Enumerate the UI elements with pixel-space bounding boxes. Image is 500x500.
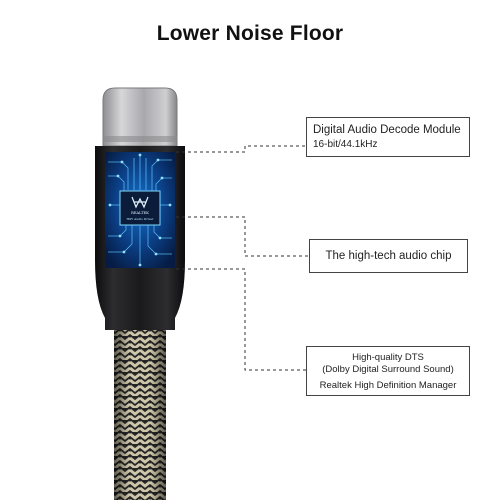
audio-chip: REALTEK HiFi Audio Driver: [119, 190, 161, 226]
decode-spec-label: 16-bit/44.1kHz: [313, 139, 378, 150]
circuit-board-window: REALTEK HiFi Audio Driver: [105, 152, 175, 268]
leader-line-decode: [176, 145, 306, 153]
leader-line-dts: [176, 268, 306, 371]
callout-audio-chip: The high-tech audio chip: [309, 239, 468, 273]
usb-c-plug: [102, 87, 178, 147]
chip-sub-text: HiFi Audio Driver: [126, 217, 154, 221]
callout-dts: High-quality DTS (Dolby Digital Surround…: [306, 346, 470, 396]
decode-module-label: Digital Audio Decode Module: [313, 124, 461, 136]
leader-line-chip: [176, 216, 309, 257]
realtek-manager-label: Realtek High Definition Manager: [319, 380, 457, 391]
braided-cable: [114, 330, 166, 500]
callout-decode-module: Digital Audio Decode Module 16-bit/44.1k…: [306, 117, 470, 157]
chip-brand-text: REALTEK: [131, 211, 149, 215]
dts-label: High-quality DTS: [352, 352, 424, 363]
realtek-logo-icon: [131, 196, 149, 209]
dolby-label: (Dolby Digital Surround Sound): [322, 364, 454, 375]
callout-leader-lines: [176, 145, 309, 371]
page-title: Lower Noise Floor: [156, 22, 344, 45]
audio-chip-label: The high-tech audio chip: [325, 250, 452, 262]
